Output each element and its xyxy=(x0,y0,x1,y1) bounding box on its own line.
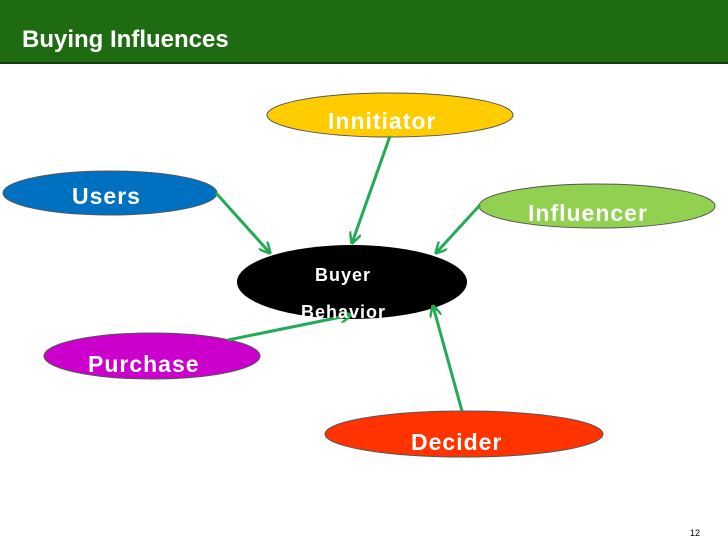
page-number: 12 xyxy=(690,528,701,538)
center-label-line1: Buyer xyxy=(315,265,372,285)
users-label: Users xyxy=(72,183,141,209)
influencer-label: Influencer xyxy=(528,200,648,226)
arrow-decider-to-center xyxy=(433,306,464,412)
title-underline xyxy=(0,62,728,64)
arrow-purchase-to-center xyxy=(227,315,351,342)
purchase-ellipse xyxy=(43,332,261,380)
title-bar xyxy=(0,0,728,64)
arrow-users-to-center xyxy=(214,191,270,253)
decider-label: Decider xyxy=(411,429,503,455)
initiator-label: Innitiator xyxy=(328,108,437,134)
decider-ellipse xyxy=(324,410,604,458)
center-ellipse xyxy=(237,245,467,319)
arrow-initiator-to-center xyxy=(352,135,392,243)
slide-title: Buying Influences xyxy=(22,26,229,53)
arrow-influencer-to-center xyxy=(436,203,482,253)
purchase-label: Purchase xyxy=(88,351,200,377)
center-label-line2: Behavior xyxy=(301,302,387,319)
